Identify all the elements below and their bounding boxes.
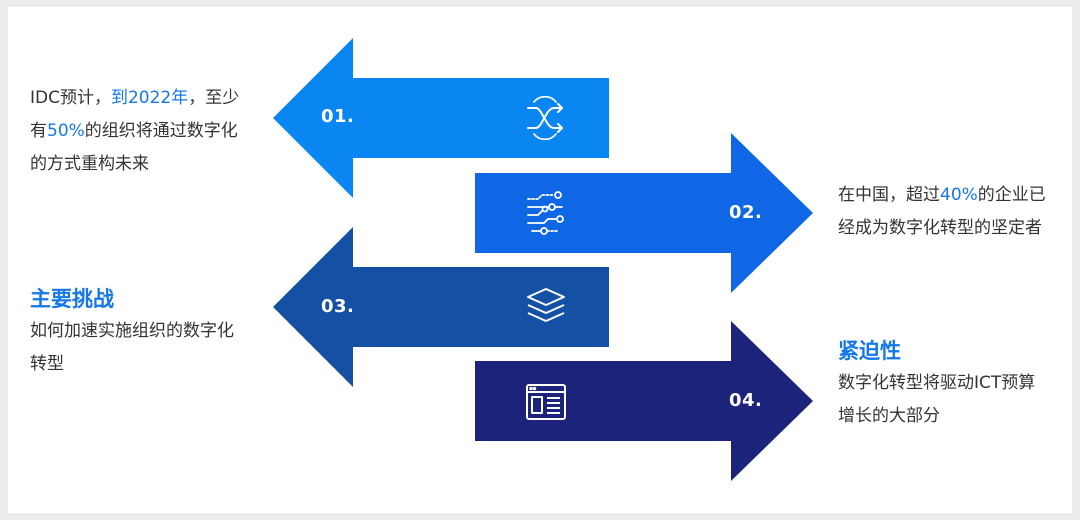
urgency-line-1: 数字化转型将驱动ICT预算 [838, 373, 1036, 393]
highlight-2022: 到2022年 [110, 88, 189, 108]
browser-window-icon [526, 384, 566, 420]
left-top-line-3: 的方式重构未来 [30, 154, 149, 174]
left-top-line-2: 有50%的组织将通过数字化 [30, 121, 238, 141]
urgency-text: 数字化转型将驱动ICT预算 增长的大部分 [838, 367, 1068, 433]
step-number-01: 01. [321, 106, 355, 127]
arrow-01 [273, 38, 609, 198]
shuffle-icon [527, 96, 563, 140]
right-top-line-1: 在中国，超过40%的企业已 [838, 185, 1046, 205]
right-top-text: 在中国，超过40%的企业已 经成为数字化转型的坚定者 [838, 179, 1068, 245]
left-top-line-1: IDC预计，到2022年，至少 [30, 88, 240, 108]
step-number-04: 04. [729, 390, 763, 411]
right-top-line-2: 经成为数字化转型的坚定者 [838, 218, 1042, 238]
highlight-50pct: 50% [47, 121, 85, 141]
urgency-heading: 紧迫性 [838, 339, 901, 363]
circuit-icon [527, 191, 564, 235]
challenge-line-1: 如何加速实施组织的数字化 [30, 321, 234, 341]
step-number-03: 03. [321, 296, 355, 317]
challenge-line-2: 转型 [30, 354, 64, 374]
left-top-text: IDC预计，到2022年，至少 有50%的组织将通过数字化 的方式重构未来 [30, 82, 270, 181]
challenge-text: 如何加速实施组织的数字化 转型 [30, 315, 270, 381]
arrow-03 [273, 227, 609, 387]
layers-icon [527, 288, 565, 322]
challenge-heading: 主要挑战 [30, 287, 114, 311]
arrow-02 [475, 133, 813, 293]
highlight-40pct: 40% [940, 185, 978, 205]
step-number-02: 02. [729, 202, 763, 223]
arrow-04 [475, 321, 813, 481]
urgency-line-2: 增长的大部分 [838, 406, 940, 426]
